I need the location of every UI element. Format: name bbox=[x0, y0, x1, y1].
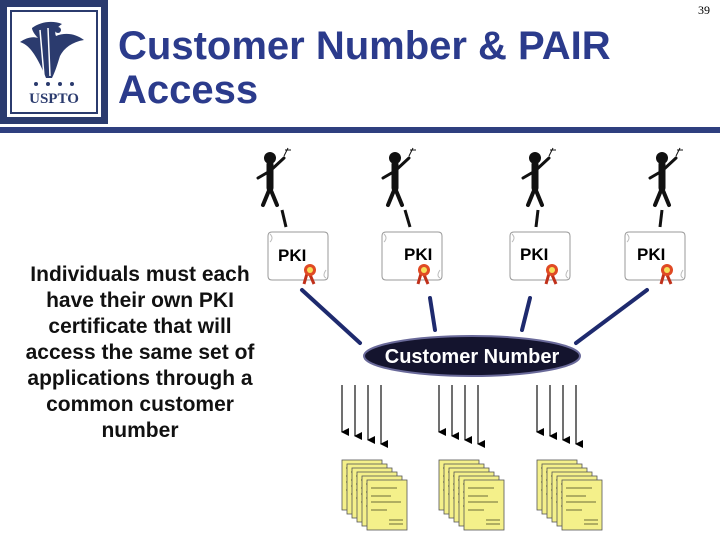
title-line-2: Access bbox=[118, 68, 259, 112]
uspto-logo: USPTO bbox=[0, 0, 108, 124]
pki-certificate: PKI bbox=[380, 230, 444, 286]
certificate-connectors bbox=[300, 288, 649, 345]
title-line-1: Customer Number & PAIR bbox=[118, 24, 611, 68]
customer-number-label: Customer Number bbox=[385, 346, 560, 368]
pki-certificate: PKI bbox=[266, 230, 330, 286]
pki-certificates: PKI PKI PKI PKI bbox=[266, 230, 687, 286]
application-stack bbox=[439, 460, 504, 530]
logo-text: USPTO bbox=[29, 91, 79, 107]
user-figures bbox=[258, 148, 683, 205]
user-figure bbox=[258, 148, 291, 205]
eagle-icon bbox=[20, 21, 84, 78]
pki-diagram: PKI PKI PKI PKI Customer Number bbox=[250, 140, 687, 535]
body-text: Individuals must each have their own PKI… bbox=[25, 263, 255, 442]
slide-title: Customer Number & PAIR Access bbox=[118, 24, 698, 112]
pki-certificate: PKI bbox=[508, 230, 572, 286]
application-arrows bbox=[341, 385, 583, 448]
pki-certificate: PKI bbox=[623, 230, 687, 286]
application-stack bbox=[342, 460, 407, 530]
user-figure bbox=[523, 148, 556, 205]
slide-number: 39 bbox=[698, 3, 710, 17]
stars-decoration bbox=[34, 82, 74, 86]
pki-label: PKI bbox=[520, 245, 548, 264]
user-figure bbox=[650, 148, 683, 205]
pki-label: PKI bbox=[278, 246, 306, 265]
pki-label: PKI bbox=[637, 245, 665, 264]
pki-label: PKI bbox=[404, 245, 432, 264]
application-stack bbox=[537, 460, 602, 530]
figure-connectors bbox=[280, 209, 664, 228]
customer-number-hub: Customer Number bbox=[363, 335, 581, 377]
user-figure bbox=[383, 148, 416, 205]
application-stacks bbox=[342, 460, 602, 530]
title-underline bbox=[0, 127, 720, 133]
